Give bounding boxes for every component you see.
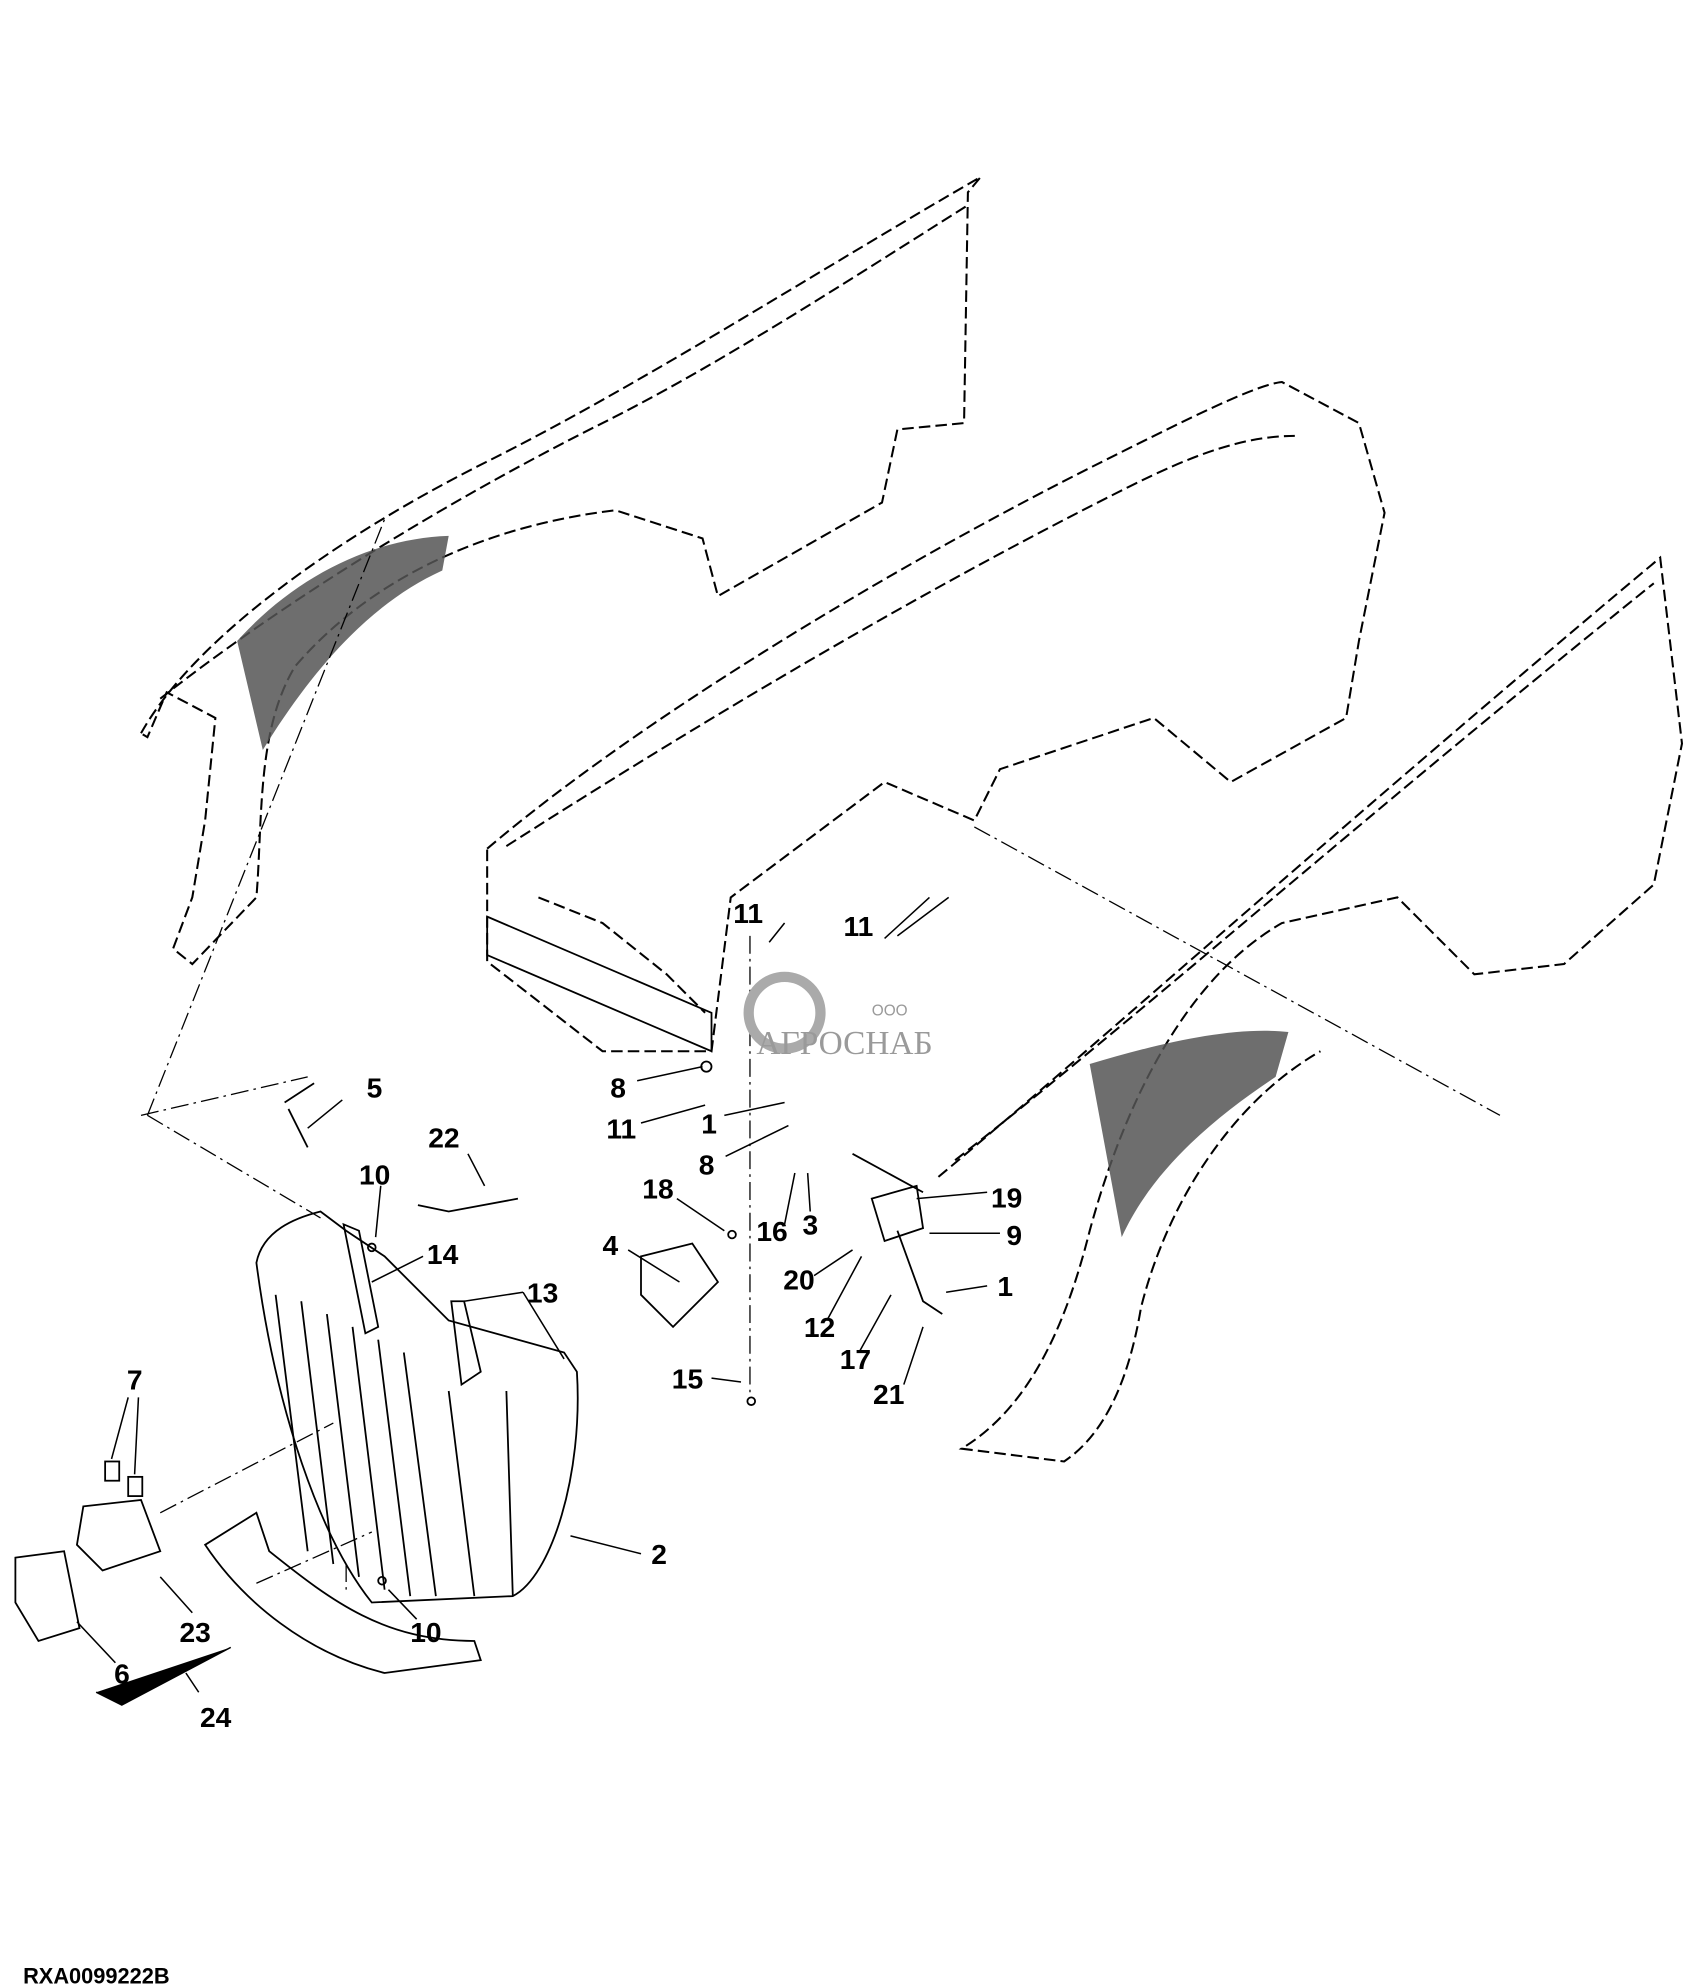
callout-7: 7 — [127, 1364, 143, 1396]
callout-11b: 11 — [844, 910, 874, 942]
figure-id: RXA0099222B — [23, 1963, 170, 1985]
hardware — [284, 1060, 943, 1586]
callout-11a: 11 — [733, 897, 763, 929]
callout-24: 24 — [200, 1701, 232, 1733]
callout-12: 12 — [804, 1311, 835, 1343]
grille — [203, 1210, 579, 1674]
right-fender — [937, 555, 1684, 1463]
callout-15: 15 — [672, 1362, 703, 1394]
left-fender — [139, 176, 982, 966]
emblem — [14, 1460, 162, 1643]
callout-17: 17 — [840, 1343, 871, 1375]
callout-13: 13 — [527, 1277, 558, 1309]
callout-10a: 10 — [359, 1159, 390, 1191]
callout-8b: 8 — [699, 1148, 715, 1180]
callout-22: 22 — [428, 1121, 459, 1153]
callout-3: 3 — [803, 1209, 819, 1241]
callout-2: 2 — [651, 1538, 667, 1570]
hood — [486, 380, 1501, 1116]
callout-10b: 10 — [410, 1616, 441, 1648]
callout-16: 16 — [756, 1215, 787, 1247]
callout-8a: 8 — [610, 1071, 626, 1103]
callout-14: 14 — [427, 1238, 459, 1270]
leader-lines — [76, 896, 1000, 1706]
watermark-logo: ООО АГРОСНАБ — [743, 971, 933, 1062]
callout-1b: 1 — [997, 1270, 1013, 1302]
callout-labels: 11 11 8 11 1 8 5 22 10 14 18 16 3 19 9 4… — [114, 897, 1022, 1733]
callout-20: 20 — [783, 1264, 814, 1296]
watermark-line1: ООО — [872, 1002, 908, 1019]
callout-23: 23 — [179, 1616, 210, 1648]
callout-21: 21 — [873, 1378, 904, 1410]
callout-4: 4 — [603, 1229, 619, 1261]
callout-5: 5 — [367, 1071, 383, 1103]
callout-18: 18 — [642, 1173, 673, 1205]
callout-1a: 1 — [701, 1107, 717, 1139]
callout-6: 6 — [114, 1657, 130, 1689]
callout-19: 19 — [991, 1182, 1022, 1214]
callout-9: 9 — [1006, 1219, 1022, 1251]
watermark-line2: АГРОСНАБ — [756, 1025, 932, 1062]
callout-11c: 11 — [606, 1112, 636, 1144]
